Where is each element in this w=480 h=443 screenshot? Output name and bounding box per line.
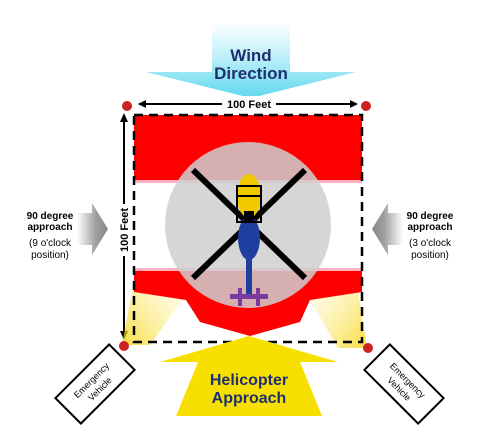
- height-arrowhead-top: [120, 113, 128, 122]
- height-dimension-label: 100 Feet: [119, 208, 131, 252]
- width-arrowhead-left: [138, 100, 146, 108]
- corner-marker-bottom-left: [119, 341, 129, 351]
- right-approach-line2: approach: [407, 222, 452, 233]
- left-approach-line4: position): [31, 250, 69, 261]
- emergency-vehicle-right: Emergency Vehicle: [362, 342, 446, 426]
- corner-marker-bottom-right: [363, 343, 373, 353]
- helicopter-approach-arrow: [160, 336, 338, 416]
- left-approach-line2: approach: [27, 222, 72, 233]
- width-label-bg: [222, 96, 276, 112]
- wind-label-line2: Direction: [214, 64, 288, 83]
- helicopter-icon: [230, 174, 268, 306]
- left-approach-arrow: [77, 203, 108, 255]
- width-dimension-label: 100 Feet: [227, 99, 271, 111]
- right-approach-line3: (3 o'clock: [409, 238, 452, 249]
- right-approach-arrow: [372, 203, 403, 255]
- height-label-bg: [117, 204, 131, 256]
- left-approach-line1: 90 degree: [27, 211, 74, 222]
- right-approach-line1: 90 degree: [407, 211, 454, 222]
- helicopter-approach-line1: Helicopter: [210, 372, 288, 389]
- left-approach-line3: (9 o'clock: [29, 238, 72, 249]
- width-arrowhead-right: [350, 100, 358, 108]
- wind-label-line1: Wind: [230, 46, 271, 65]
- corner-marker-top-left: [122, 101, 132, 111]
- helicopter-approach-line2: Approach: [212, 390, 287, 407]
- wind-direction-arrow: [146, 22, 356, 98]
- landing-zone-boundary: [132, 113, 364, 344]
- emergency-vehicle-left: Emergency Vehicle: [53, 342, 137, 426]
- right-approach-line4: position): [411, 250, 449, 261]
- corner-marker-top-right: [361, 101, 371, 111]
